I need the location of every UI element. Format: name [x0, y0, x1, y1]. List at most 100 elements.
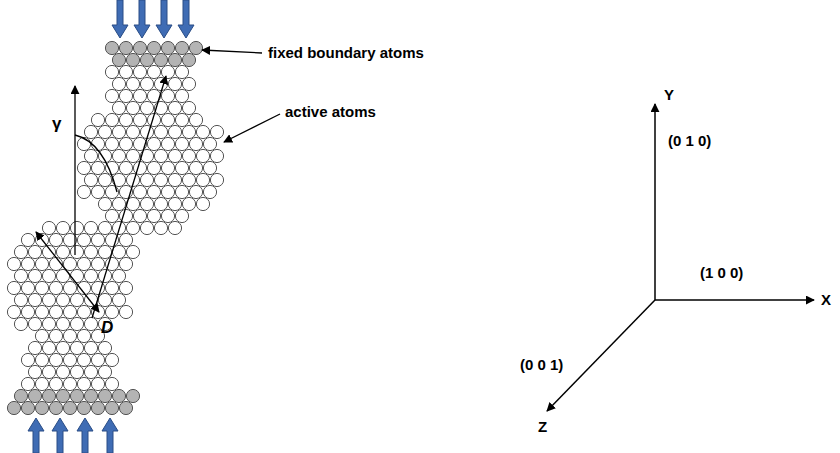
active-atom — [84, 125, 97, 138]
active-atom — [28, 245, 41, 258]
fixed-atom — [63, 401, 76, 414]
active-atom — [63, 281, 76, 294]
active-atom — [189, 161, 202, 174]
active-atom — [105, 377, 118, 390]
active-atom — [42, 365, 55, 378]
active-atom — [133, 113, 146, 126]
active-atom — [140, 197, 153, 210]
active-atom — [42, 317, 55, 330]
active-atom — [189, 185, 202, 198]
active-atom — [189, 113, 202, 126]
diagonal-axis-arrow — [92, 76, 166, 318]
active-atom — [98, 125, 111, 138]
active-atom — [140, 77, 153, 90]
active-atom — [77, 137, 90, 150]
active-atom — [56, 245, 69, 258]
active-atom — [21, 377, 34, 390]
fixed-atom — [28, 389, 41, 402]
active-atom — [175, 137, 188, 150]
active-atom — [91, 113, 104, 126]
label: (1 0 0) — [700, 264, 743, 281]
active-atom — [126, 221, 139, 234]
active-atom — [210, 149, 223, 162]
active-atom — [147, 65, 160, 78]
active-atom — [49, 305, 62, 318]
active-atom — [112, 269, 125, 282]
x-axis — [655, 299, 814, 301]
active-atom — [119, 113, 132, 126]
fixed-atom — [147, 41, 160, 54]
active-atom — [182, 125, 195, 138]
active-atom — [161, 89, 174, 102]
fixed-atom — [140, 53, 153, 66]
active-atom — [84, 365, 97, 378]
active-atom — [42, 269, 55, 282]
fixed-atom — [77, 401, 90, 414]
active-atom — [133, 89, 146, 102]
fixed-atom — [70, 389, 83, 402]
active-atom — [210, 173, 223, 186]
active-atom — [112, 197, 125, 210]
geometry-lines — [36, 50, 280, 318]
active-atom — [168, 149, 181, 162]
label: X — [821, 291, 831, 308]
active-atom — [154, 221, 167, 234]
active-atom — [154, 173, 167, 186]
active-atom — [98, 173, 111, 186]
active-atom — [126, 245, 139, 258]
fixed-atom — [84, 389, 97, 402]
coordinate-axes — [547, 104, 814, 411]
active-atom — [175, 113, 188, 126]
active-atom — [105, 161, 118, 174]
active-atom — [105, 209, 118, 222]
active-atom — [168, 173, 181, 186]
fixed-atom — [119, 41, 132, 54]
active-atom — [98, 293, 111, 306]
active-atom — [63, 305, 76, 318]
active-atom — [133, 65, 146, 78]
fixed-atom — [105, 41, 118, 54]
active-atom — [126, 125, 139, 138]
fixed-atom — [161, 41, 174, 54]
label: (0 1 0) — [668, 132, 711, 149]
active-atom — [98, 341, 111, 354]
active-atom — [175, 89, 188, 102]
active-atom — [77, 185, 90, 198]
active-atom — [105, 89, 118, 102]
active-atom — [161, 209, 174, 222]
active-atom — [119, 233, 132, 246]
fixed-atom — [112, 53, 125, 66]
active-atom — [203, 137, 216, 150]
active-atom — [105, 353, 118, 366]
active-atom — [98, 197, 111, 210]
active-atom — [154, 125, 167, 138]
active-atom — [168, 125, 181, 138]
active-atom — [140, 173, 153, 186]
active-atom — [28, 341, 41, 354]
y-axis — [654, 104, 656, 300]
active-atom — [105, 305, 118, 318]
active-atom — [56, 317, 69, 330]
active-atom — [21, 281, 34, 294]
active-atom — [126, 77, 139, 90]
active-atom — [175, 65, 188, 78]
active-atom — [112, 293, 125, 306]
active-atom — [84, 221, 97, 234]
active-atom — [35, 305, 48, 318]
load-arrow — [178, 0, 194, 38]
active-atom — [140, 101, 153, 114]
active-atom — [161, 161, 174, 174]
active-atom — [126, 149, 139, 162]
active-atom — [189, 137, 202, 150]
active-atom — [161, 137, 174, 150]
active-atom — [175, 185, 188, 198]
active-atom — [147, 209, 160, 222]
active-atom — [119, 257, 132, 270]
active-atom — [119, 89, 132, 102]
active-atom — [91, 137, 104, 150]
fixed-atom — [168, 53, 181, 66]
leader-arrow — [202, 50, 262, 53]
fixed-atom — [126, 389, 139, 402]
active-atom — [42, 221, 55, 234]
active-atom — [119, 65, 132, 78]
